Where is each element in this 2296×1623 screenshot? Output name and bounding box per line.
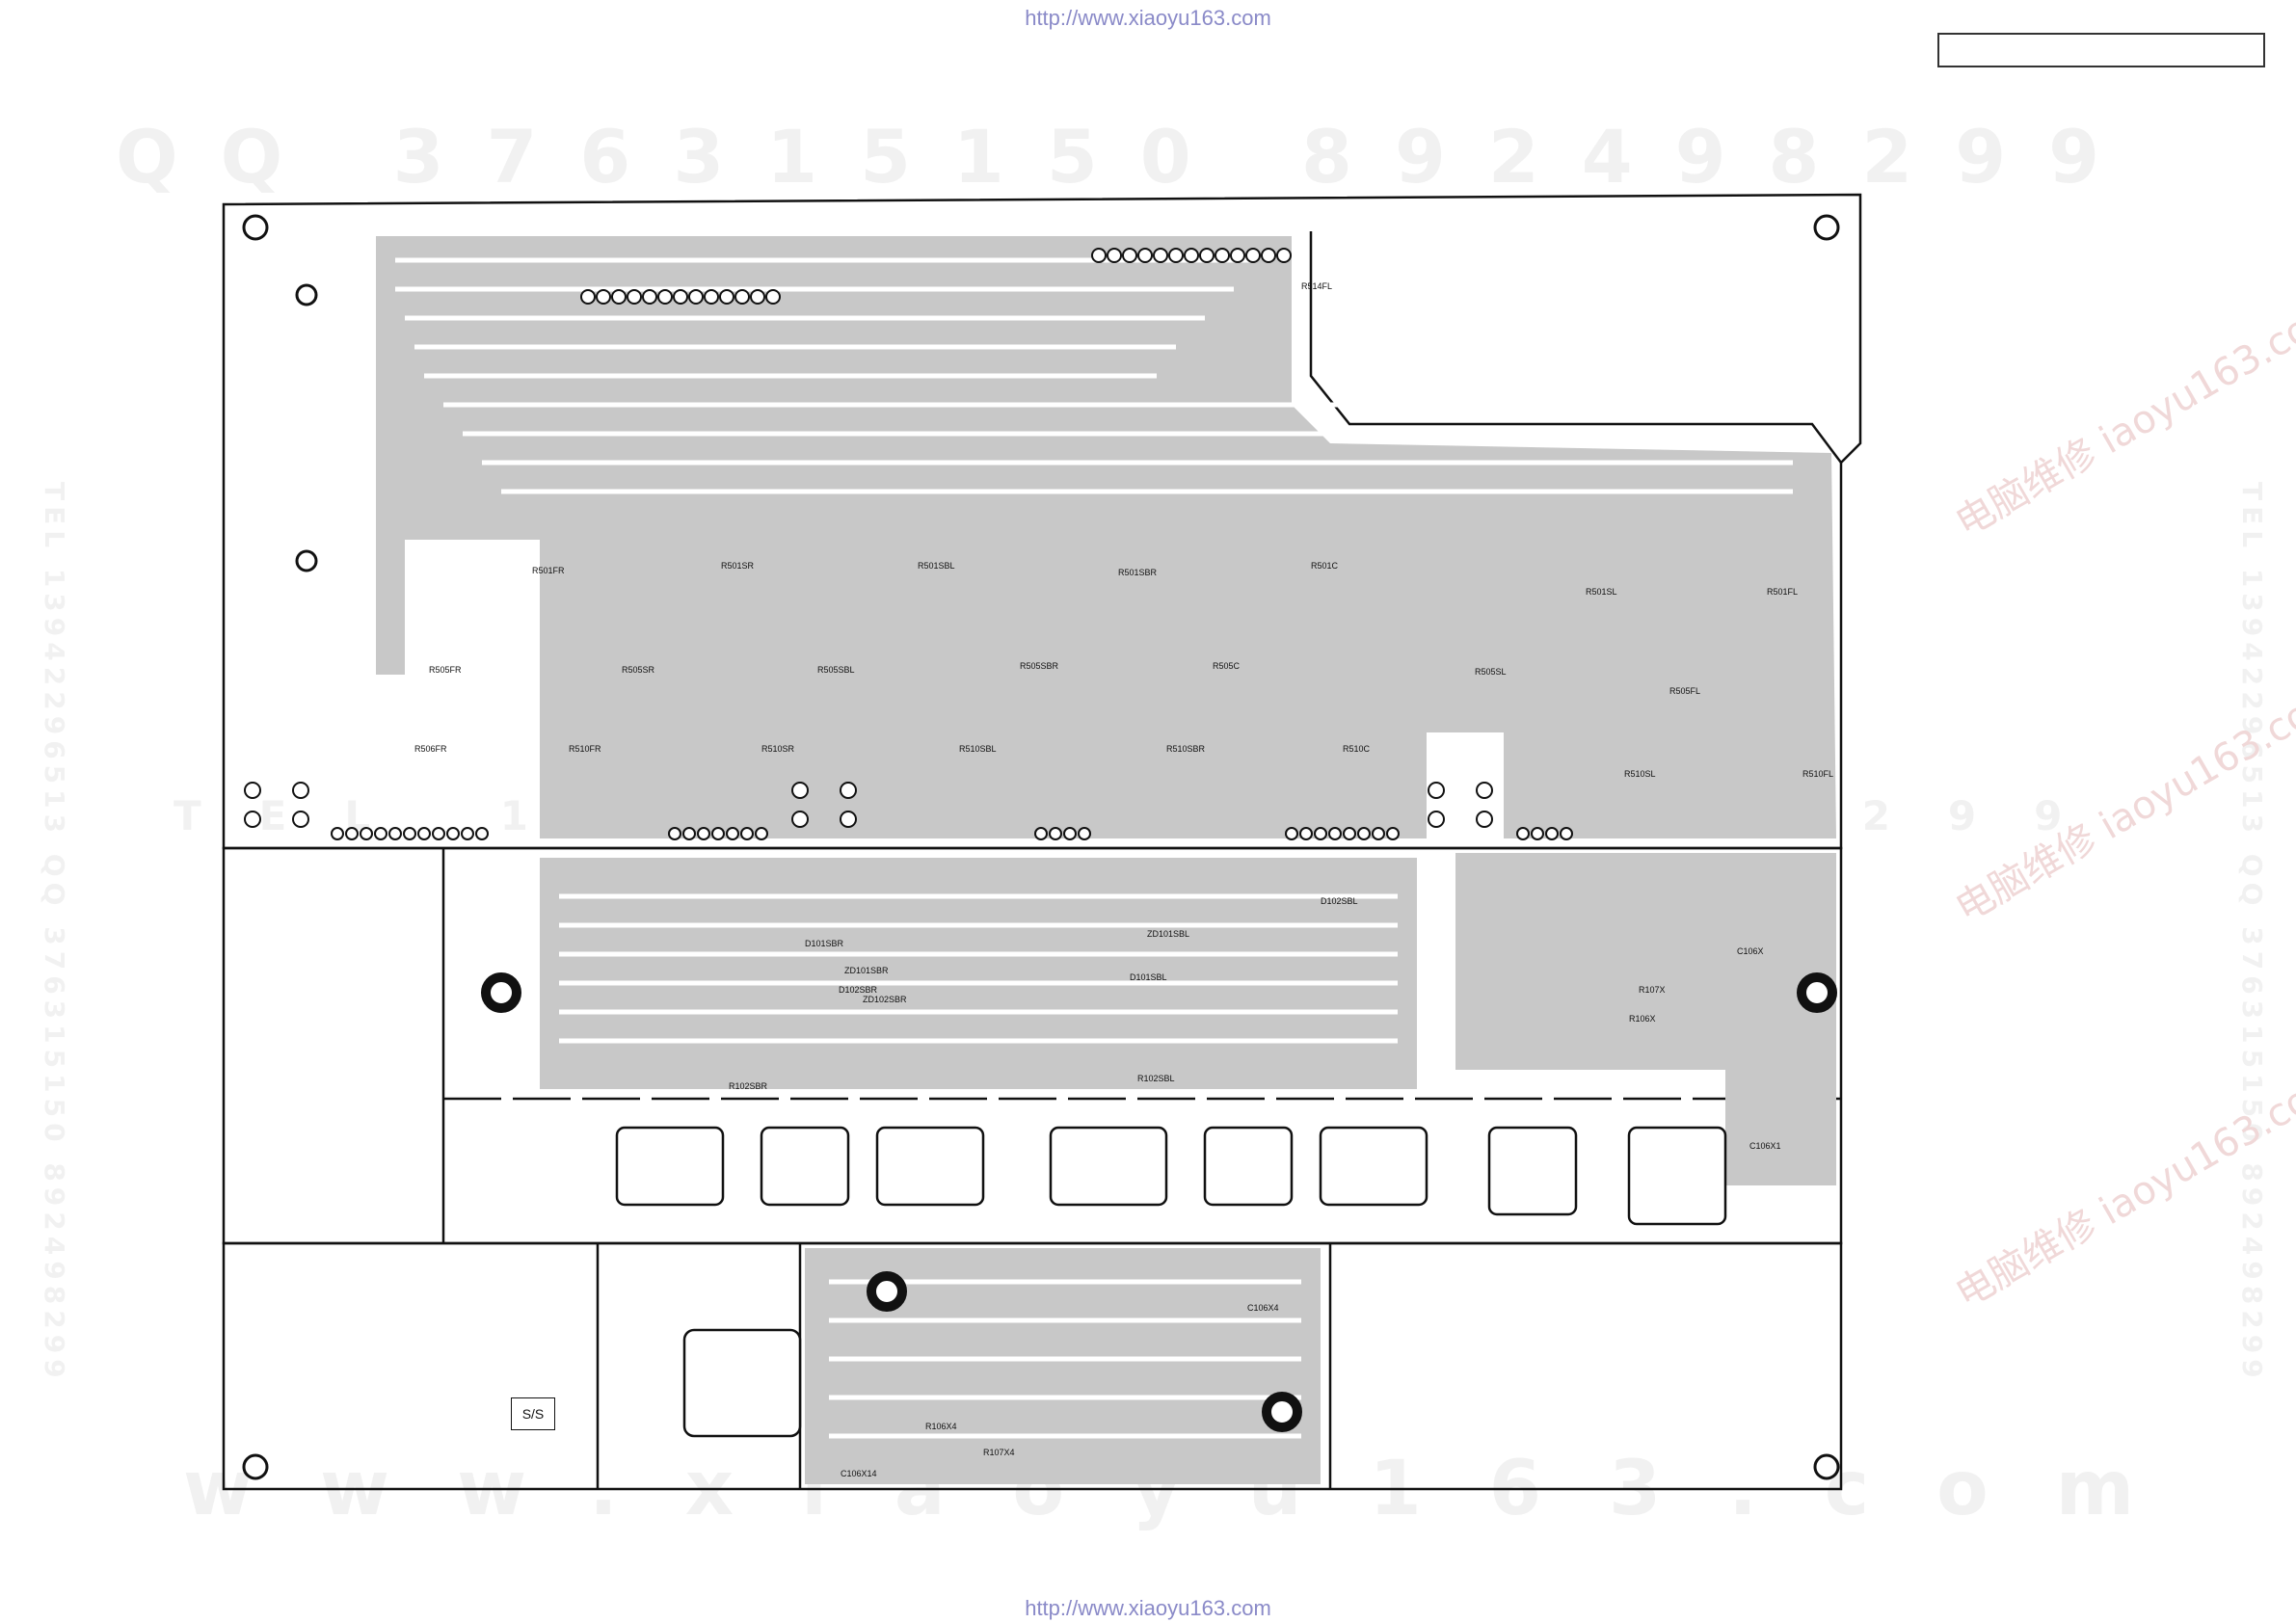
label-r505sl: R505SL: [1475, 667, 1507, 677]
copper-region-middle: [540, 853, 1836, 1185]
watermark-top: QQ 376315150 892498299: [116, 114, 2142, 200]
label-r505sr: R505SR: [622, 665, 655, 675]
label-r505fr: R505FR: [429, 665, 462, 675]
label-c106x14: C106X14: [841, 1469, 877, 1478]
connector-pads: [244, 248, 1573, 840]
large-holes: [481, 972, 1837, 1432]
label-c106x: C106X: [1737, 946, 1764, 956]
label-zd101sbl: ZD101SBL: [1147, 929, 1189, 939]
label-r106x4: R106X4: [925, 1422, 957, 1431]
label-r102sbl: R102SBL: [1137, 1074, 1175, 1083]
component-labels: R501FR R505FR R506FR R510FR R501SR R505S…: [414, 281, 1833, 1478]
source-url-bottom[interactable]: http://www.xiaoyu163.com: [1025, 1596, 1271, 1620]
label-r505sbr: R505SBR: [1020, 661, 1059, 671]
label-r510sl: R510SL: [1624, 769, 1656, 779]
speaker-terminals: [615, 1126, 1727, 1438]
label-r501sl: R501SL: [1586, 587, 1617, 597]
label-d102sbl: D102SBL: [1321, 896, 1358, 906]
label-r106x: R106X: [1629, 1014, 1656, 1024]
copper-region-bottom: [805, 1248, 1321, 1484]
label-r501fr: R501FR: [532, 566, 565, 575]
title-box: [1937, 33, 2265, 67]
source-url-top[interactable]: http://www.xiaoyu163.com: [1025, 6, 1271, 30]
mounting-holes: [242, 214, 1840, 1480]
label-r510fr: R510FR: [569, 744, 601, 754]
label-r510fl: R510FL: [1802, 769, 1833, 779]
label-c106x1: C106X1: [1749, 1141, 1781, 1151]
label-r102sbr: R102SBR: [729, 1081, 768, 1091]
label-r501c: R501C: [1311, 561, 1339, 571]
label-r501sbl: R501SBL: [918, 561, 955, 571]
label-r510sbl: R510SBL: [959, 744, 997, 754]
label-zd101sbr: ZD101SBR: [844, 966, 889, 975]
label-r506fr: R506FR: [414, 744, 447, 754]
label-r510sbr: R510SBR: [1166, 744, 1206, 754]
label-d101sbr: D101SBR: [805, 939, 844, 948]
label-r501sbr: R501SBR: [1118, 568, 1158, 577]
label-r107x4: R107X4: [983, 1448, 1015, 1457]
label-zd102sbr: ZD102SBR: [863, 995, 907, 1004]
label-d101sbl: D101SBL: [1130, 972, 1167, 982]
label-r510c: R510C: [1343, 744, 1371, 754]
label-r514fl: R514FL: [1301, 281, 1332, 291]
label-r501fl: R501FL: [1767, 587, 1798, 597]
label-r107x: R107X: [1639, 985, 1666, 995]
ss-marker-label: S/S: [511, 1397, 555, 1430]
label-d102sbr: D102SBR: [839, 985, 878, 995]
board-outline: [222, 193, 1862, 1491]
label-r510sr: R510SR: [761, 744, 795, 754]
label-r505c: R505C: [1213, 661, 1241, 671]
trace-cuts: [395, 257, 1793, 1439]
label-r501sr: R501SR: [721, 561, 755, 571]
label-c106x4-top: C106X4: [1247, 1303, 1279, 1313]
watermark-side-left: TEL 13942296513 QQ 376315150 892498299: [39, 482, 70, 1384]
watermark-side-right: TEL 13942296513 QQ 376315150 892498299: [2236, 482, 2268, 1384]
label-r505sbl: R505SBL: [817, 665, 855, 675]
copper-region-top: [376, 236, 1836, 838]
label-r505fl: R505FL: [1669, 686, 1700, 696]
